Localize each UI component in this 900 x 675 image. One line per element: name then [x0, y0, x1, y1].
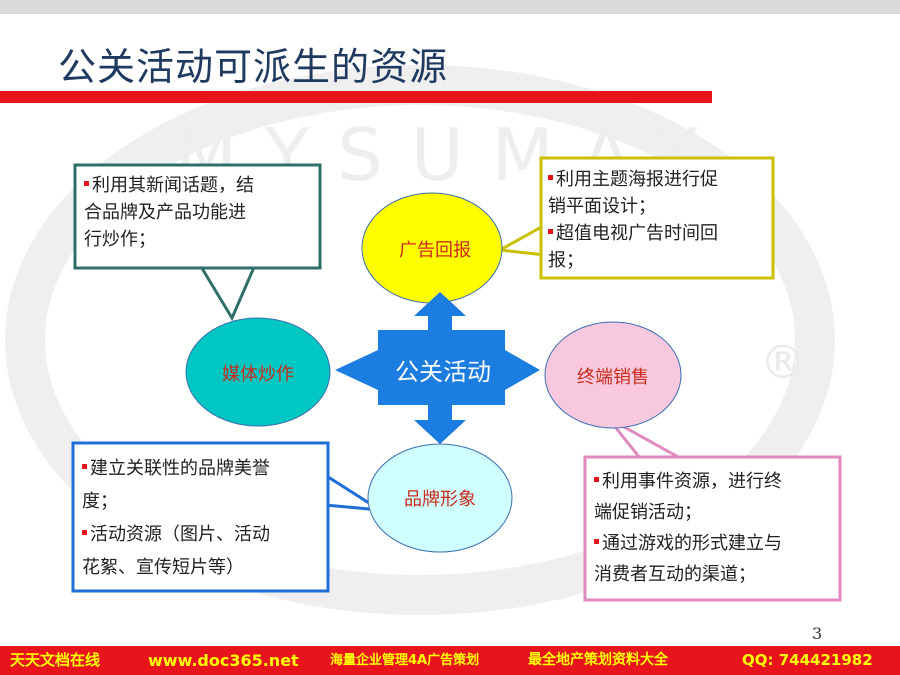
callout-line: 端促销活动； [594, 502, 702, 523]
callout-line: 超值电视广告时间回 [548, 220, 772, 247]
callout-line: 利用其新闻话题，结 [84, 172, 316, 199]
footer-banner: 天天文档在线 www.doc365.net 海量企业管理4A广告策划 最全地产策… [0, 646, 900, 675]
center-label: 公关活动 [395, 358, 491, 386]
node-top-label: 广告回报 [399, 240, 471, 261]
callout-line: 消费者互动的渠道； [594, 564, 756, 585]
callout-line: 行炒作； [84, 229, 156, 250]
callout-box-bottom-left [71, 441, 330, 593]
footer-url: www.doc365.net [148, 651, 299, 670]
watermark-ring [5, 65, 835, 615]
bullet-icon [82, 463, 87, 469]
bullet-icon [548, 174, 553, 180]
callout-top-left: 利用其新闻话题，结 合品牌及产品功能进 行炒作； [84, 172, 316, 253]
callout-line: 花絮、宣传短片等） [82, 557, 244, 578]
callout-pointer-top-right [495, 222, 547, 257]
node-left-label: 媒体炒作 [222, 364, 294, 385]
page-number: 3 [812, 624, 823, 643]
callout-line: 活动资源（图片、活动 [82, 518, 326, 551]
callout-line: 利用主题海报进行促 [548, 166, 772, 193]
callout-line: 合品牌及产品功能进 [84, 202, 246, 223]
bullet-icon [84, 180, 89, 186]
node-left-circle [185, 317, 331, 427]
four-way-arrow-icon [335, 292, 540, 444]
callout-line: 销平面设计； [548, 196, 656, 217]
callout-line: 报； [548, 250, 584, 271]
callout-pointer-top-left [197, 263, 258, 322]
page-title: 公关活动可派生的资源 [58, 45, 449, 89]
callout-top-right: 利用主题海报进行促 销平面设计； 超值电视广告时间回 报； [548, 166, 772, 274]
callout-box-top-left [73, 163, 322, 270]
bullet-icon [82, 529, 87, 535]
bullet-icon [548, 228, 553, 234]
callout-bottom-left: 建立关联性的品牌美誉 度； 活动资源（图片、活动 花絮、宣传短片等） [82, 452, 326, 584]
bullet-icon [594, 538, 599, 544]
footer-site-name: 天天文档在线 [10, 651, 101, 669]
footer-tagline-1: 海量企业管理4A广告策划 [330, 653, 480, 668]
top-strip [0, 0, 900, 14]
bullet-icon [594, 476, 599, 482]
callout-bottom-right: 利用事件资源，进行终 端促销活动； 通过游戏的形式建立与 消费者互动的渠道； [594, 466, 838, 590]
node-bottom-label: 品牌形象 [404, 489, 476, 510]
callout-line: 通过游戏的形式建立与 [594, 528, 838, 559]
footer-qq: QQ: 744421982 [742, 651, 873, 669]
callout-box-top-right [539, 156, 775, 280]
watermark-registered-mark: ® [760, 335, 806, 389]
callout-line: 利用事件资源，进行终 [594, 466, 838, 497]
footer-tagline-2: 最全地产策划资料大全 [528, 652, 668, 668]
callout-box-bottom-right [583, 455, 842, 602]
callout-line: 度； [82, 491, 118, 512]
callout-line: 建立关联性的品牌美誉 [82, 452, 326, 485]
title-underline [0, 91, 712, 103]
node-right-circle [544, 321, 682, 429]
node-right-label: 终端销售 [577, 367, 649, 388]
